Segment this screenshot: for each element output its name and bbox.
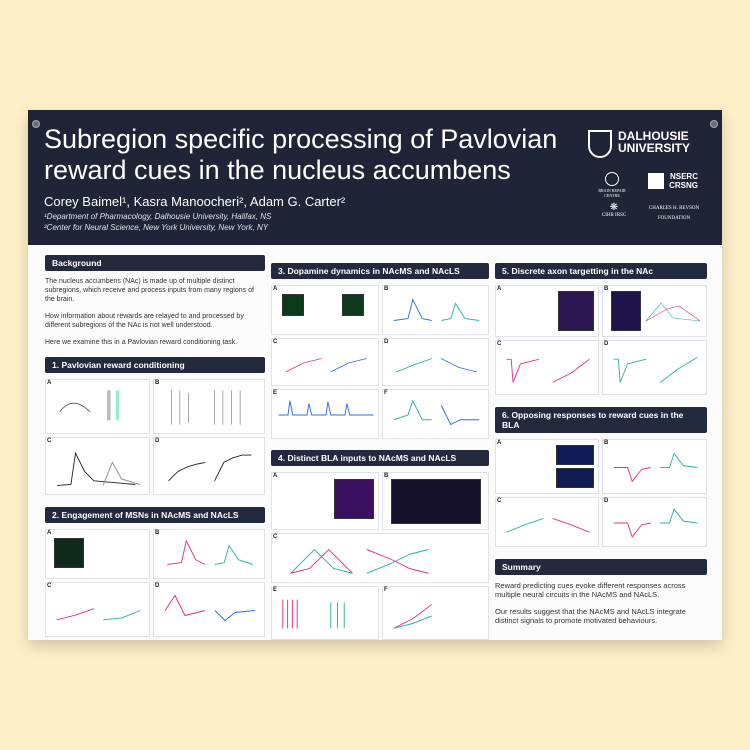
revson-logo: CHARLES H. REVSON FOUNDATION xyxy=(648,206,700,221)
panel-3a: A xyxy=(271,285,379,335)
column-middle: 3. Dopamine dynamics in NAcMS and NAcLS … xyxy=(271,245,489,642)
panel-5d: D xyxy=(602,340,707,395)
poster-title: Subregion specific processing of Pavlovi… xyxy=(44,124,558,185)
panel-4f: F xyxy=(382,586,489,640)
figure-4: A B C E F xyxy=(271,472,489,642)
poster: Subregion specific processing of Pavlovi… xyxy=(28,110,722,640)
affiliation-1: ¹Department of Pharmacology, Dalhousie U… xyxy=(44,212,272,221)
figure-2: A B C D xyxy=(45,529,265,639)
column-left: Background The nucleus accumbens (NAc) i… xyxy=(45,245,265,639)
panel-4a: A xyxy=(271,472,379,530)
panel-6b: B xyxy=(602,439,707,494)
poster-header: Subregion specific processing of Pavlovi… xyxy=(28,110,722,245)
panel-3f: F xyxy=(382,389,489,439)
grommet xyxy=(32,120,40,128)
panel-1b: B xyxy=(153,379,265,434)
panel-1a: A xyxy=(45,379,150,434)
panel-2d: D xyxy=(153,582,265,637)
authors: Corey Baimel¹, Kasra Manoocheri², Adam G… xyxy=(44,194,346,209)
dalhousie-logo: DALHOUSIE UNIVERSITY xyxy=(588,130,708,158)
panel-3b: B xyxy=(382,285,489,335)
section-heading-4: 4. Distinct BLA inputs to NAcMS and NAcL… xyxy=(271,450,489,466)
background-text-2: How information about rewards are relaye… xyxy=(45,313,244,329)
panel-1d: D xyxy=(153,437,265,495)
panel-1c: C xyxy=(45,437,150,495)
panel-4e: E xyxy=(271,586,379,640)
shield-icon xyxy=(588,130,612,158)
panel-5c: C xyxy=(495,340,599,395)
brain-repair-logo: BRAIN REPAIR CENTRE xyxy=(594,172,630,198)
figure-1: A B C D xyxy=(45,379,265,497)
section-heading-6: 6. Opposing responses to reward cues in … xyxy=(495,407,707,433)
grommet xyxy=(710,120,718,128)
panel-4c: C xyxy=(271,533,489,583)
panel-2a: A xyxy=(45,529,150,579)
background-text-1: The nucleus accumbens (NAc) is made up o… xyxy=(45,278,254,303)
nserc-logo: NSERC CRSNG xyxy=(648,172,698,190)
figure-6: A B C D xyxy=(495,439,707,549)
section-heading-3: 3. Dopamine dynamics in NAcMS and NAcLS xyxy=(271,263,489,279)
section-heading-background: Background xyxy=(45,255,265,271)
figure-5: A B C D xyxy=(495,285,707,397)
panel-4b: B xyxy=(382,472,489,530)
panel-2b: B xyxy=(153,529,265,579)
section-heading-1: 1. Pavlovian reward conditioning xyxy=(45,357,265,373)
panel-5a: A xyxy=(495,285,599,337)
panel-6a: A xyxy=(495,439,599,494)
summary-text-2: Our results suggest that the NAcMS and N… xyxy=(495,607,686,625)
affiliation-2: ²Center for Neural Science, New York Uni… xyxy=(44,223,269,232)
section-heading-2: 2. Engagement of MSNs in NAcMS and NAcLS xyxy=(45,507,265,523)
panel-2c: C xyxy=(45,582,150,637)
panel-3d: D xyxy=(382,338,489,386)
panel-6d: D xyxy=(602,497,707,547)
column-right: 5. Discrete axon targetting in the NAc A… xyxy=(495,245,707,633)
panel-3c: C xyxy=(271,338,379,386)
section-heading-5: 5. Discrete axon targetting in the NAc xyxy=(495,263,707,279)
panel-6c: C xyxy=(495,497,599,547)
summary-text-1: Reward predicting cues evoke different r… xyxy=(495,581,686,599)
background-text-3: Here we examine this in a Pavlovian rewa… xyxy=(45,339,238,346)
panel-5b: B xyxy=(602,285,707,337)
section-heading-summary: Summary xyxy=(495,559,707,575)
figure-3: A B C D E F xyxy=(271,285,489,440)
cihr-logo: ❋CIHR IRSC xyxy=(601,202,627,218)
panel-3e: E xyxy=(271,389,379,439)
